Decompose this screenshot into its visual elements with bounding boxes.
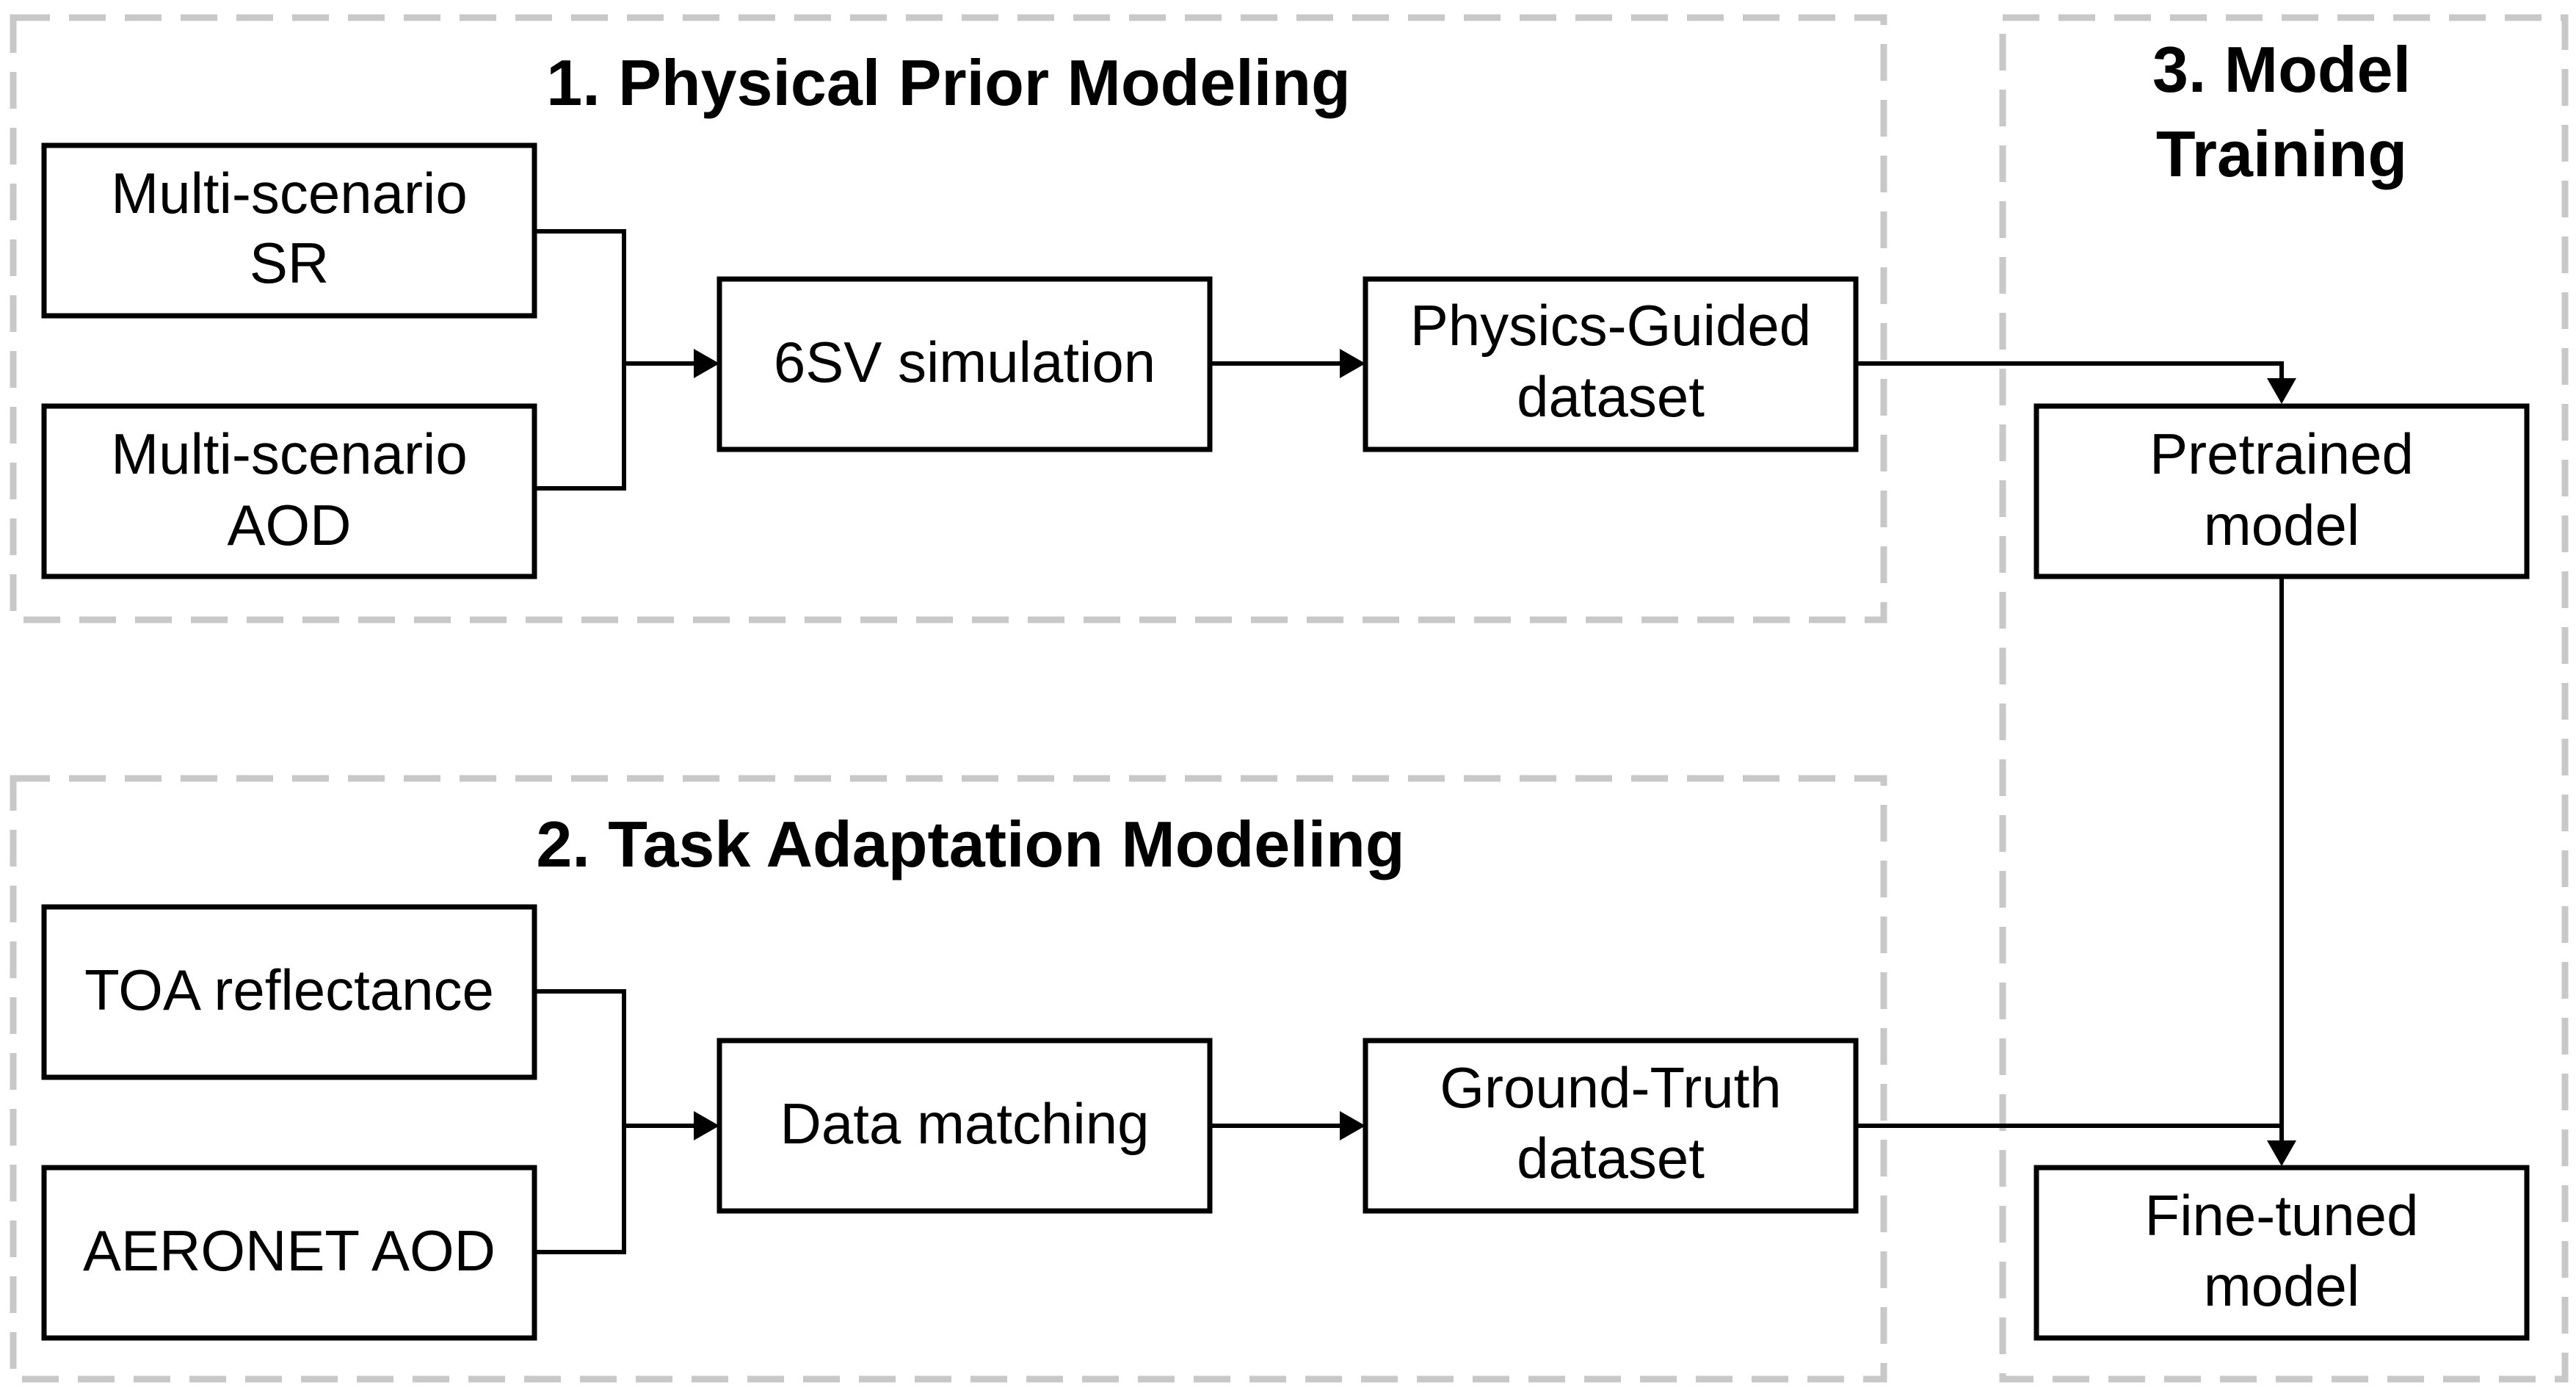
multi-scenario-sr-box [41,142,537,319]
physics-dataset-arrowhead [1340,349,1365,378]
multi-scenario-sr-label-line2: SR [250,231,329,295]
ground-truth-dataset-box [1363,1038,1859,1214]
physics-dataset-to-pretrained-arrow [1856,361,2284,382]
physics-guided-dataset-box [1363,276,1859,452]
data-matching-label: Data matching [780,1091,1150,1156]
task-adaptation-title: 2. Task Adaptation Modeling [536,808,1404,880]
multi-scenario-aod-box [41,403,537,579]
multi-scenario-aod-label-line2: AOD [227,493,351,557]
toa-aeronet-merge-connector [534,989,626,1254]
finetuned-arrowhead [2267,1140,2296,1166]
aeronet-aod-label: AERONET AOD [83,1218,496,1283]
toa-reflectance-box [41,904,537,1080]
fine-tuned-model-label-line2: model [2204,1254,2359,1318]
pretrained-model-label-line2: model [2204,493,2359,557]
model-training-title-line1: 3. Model [2152,33,2411,106]
physics-guided-dataset-label-line2: dataset [1517,364,1705,429]
multi-scenario-sr-label-line1: Multi-scenario [111,161,467,225]
truth-dataset-arrowhead [1340,1111,1365,1140]
matching-arrowhead [694,1111,719,1140]
6sv-simulation-label: 6SV simulation [774,330,1155,394]
pretrained-model-box [2033,403,2530,579]
model-training-group [1999,14,2569,1383]
fine-tuned-model-box [2033,1165,2530,1341]
aeronet-aod-box [41,1165,537,1341]
data-matching-box [716,1038,1213,1214]
physics-guided-dataset-label-line1: Physics-Guided [1410,293,1811,358]
6sv-simulation-box [716,276,1213,452]
toa-reflectance-label: TOA reflectance [84,958,494,1022]
fine-tuned-model-label-line1: Fine-tuned [2145,1183,2419,1248]
pretrained-arrowhead [2267,378,2296,404]
sr-aod-merge-connector [534,229,626,491]
simulation-arrowhead [694,349,719,378]
physical-prior-group [10,14,1887,623]
ground-truth-dataset-label-line1: Ground-Truth [1440,1055,1781,1120]
pretrained-model-label-line1: Pretrained [2149,422,2414,486]
physical-prior-title: 1. Physical Prior Modeling [546,46,1350,119]
multi-scenario-aod-label-line1: Multi-scenario [111,422,467,486]
model-training-title-line2: Training [2156,117,2407,190]
task-adaptation-group [10,775,1887,1383]
ground-truth-dataset-label-line2: dataset [1517,1126,1705,1190]
